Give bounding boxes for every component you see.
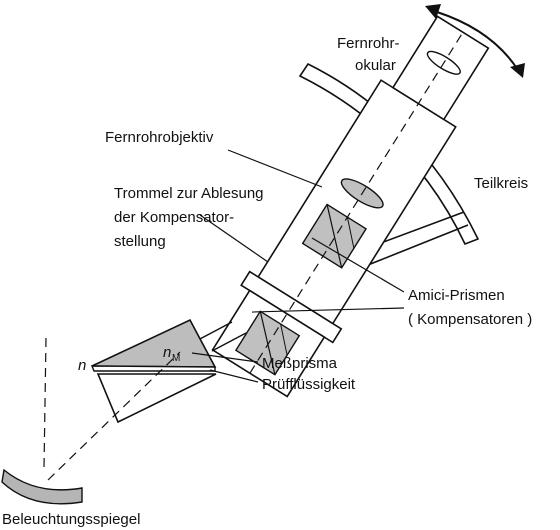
label-eyepiece-line2: okular: [355, 57, 396, 74]
label-eyepiece-line1: Fernrohr-: [337, 35, 400, 52]
prism-mount-line-2: [211, 332, 247, 352]
rotation-arrow: [436, 11, 519, 71]
amici-prism-upper-edge2: [346, 217, 355, 249]
beam-lower: [47, 351, 181, 481]
label-drum-line1: Trommel zur Ablesung: [114, 185, 264, 202]
beam-vertical: [43, 337, 47, 469]
prism-mount-line-1: [197, 321, 233, 341]
label-scale: Teilkreis: [474, 175, 528, 192]
label-drum-line2: der Kompensator-: [114, 209, 234, 226]
label-amici-line2: ( Kompensatoren ): [408, 311, 532, 328]
leader-drum: [199, 214, 269, 263]
leader-amici-lower: [251, 307, 405, 313]
leader-amici-upper: [311, 237, 405, 293]
tube-optical-axis: [249, 31, 464, 374]
amici-prism-upper-edge: [326, 204, 343, 268]
symbol-nm-subscript: M: [172, 353, 180, 364]
leader-test-liquid: [209, 369, 259, 383]
label-mirror: Beleuchtungsspiegel: [2, 511, 140, 528]
rotation-arrow-head-top: [425, 4, 441, 19]
illumination-mirror: [1, 468, 83, 505]
amici-prism-lower-edge2: [280, 323, 288, 356]
label-amici-line1: Amici-Prismen: [408, 287, 505, 304]
amici-prism-lower-edge: [259, 311, 276, 375]
measuring-prism: [91, 318, 217, 368]
test-liquid-layer: [90, 365, 216, 372]
label-drum-line3: stellung: [114, 233, 166, 250]
symbol-nm: n: [163, 344, 171, 361]
leader-objective: [227, 149, 323, 188]
label-measuring-prism: Meßprisma: [262, 355, 338, 372]
label-objective: Fernrohrobjektiv: [105, 129, 214, 146]
rotation-arrow-head-bottom: [510, 63, 525, 78]
label-test-liquid: Prüfflüssigkeit: [262, 376, 356, 393]
symbol-n: n: [78, 357, 86, 374]
leader-measuring-prism: [191, 352, 259, 363]
